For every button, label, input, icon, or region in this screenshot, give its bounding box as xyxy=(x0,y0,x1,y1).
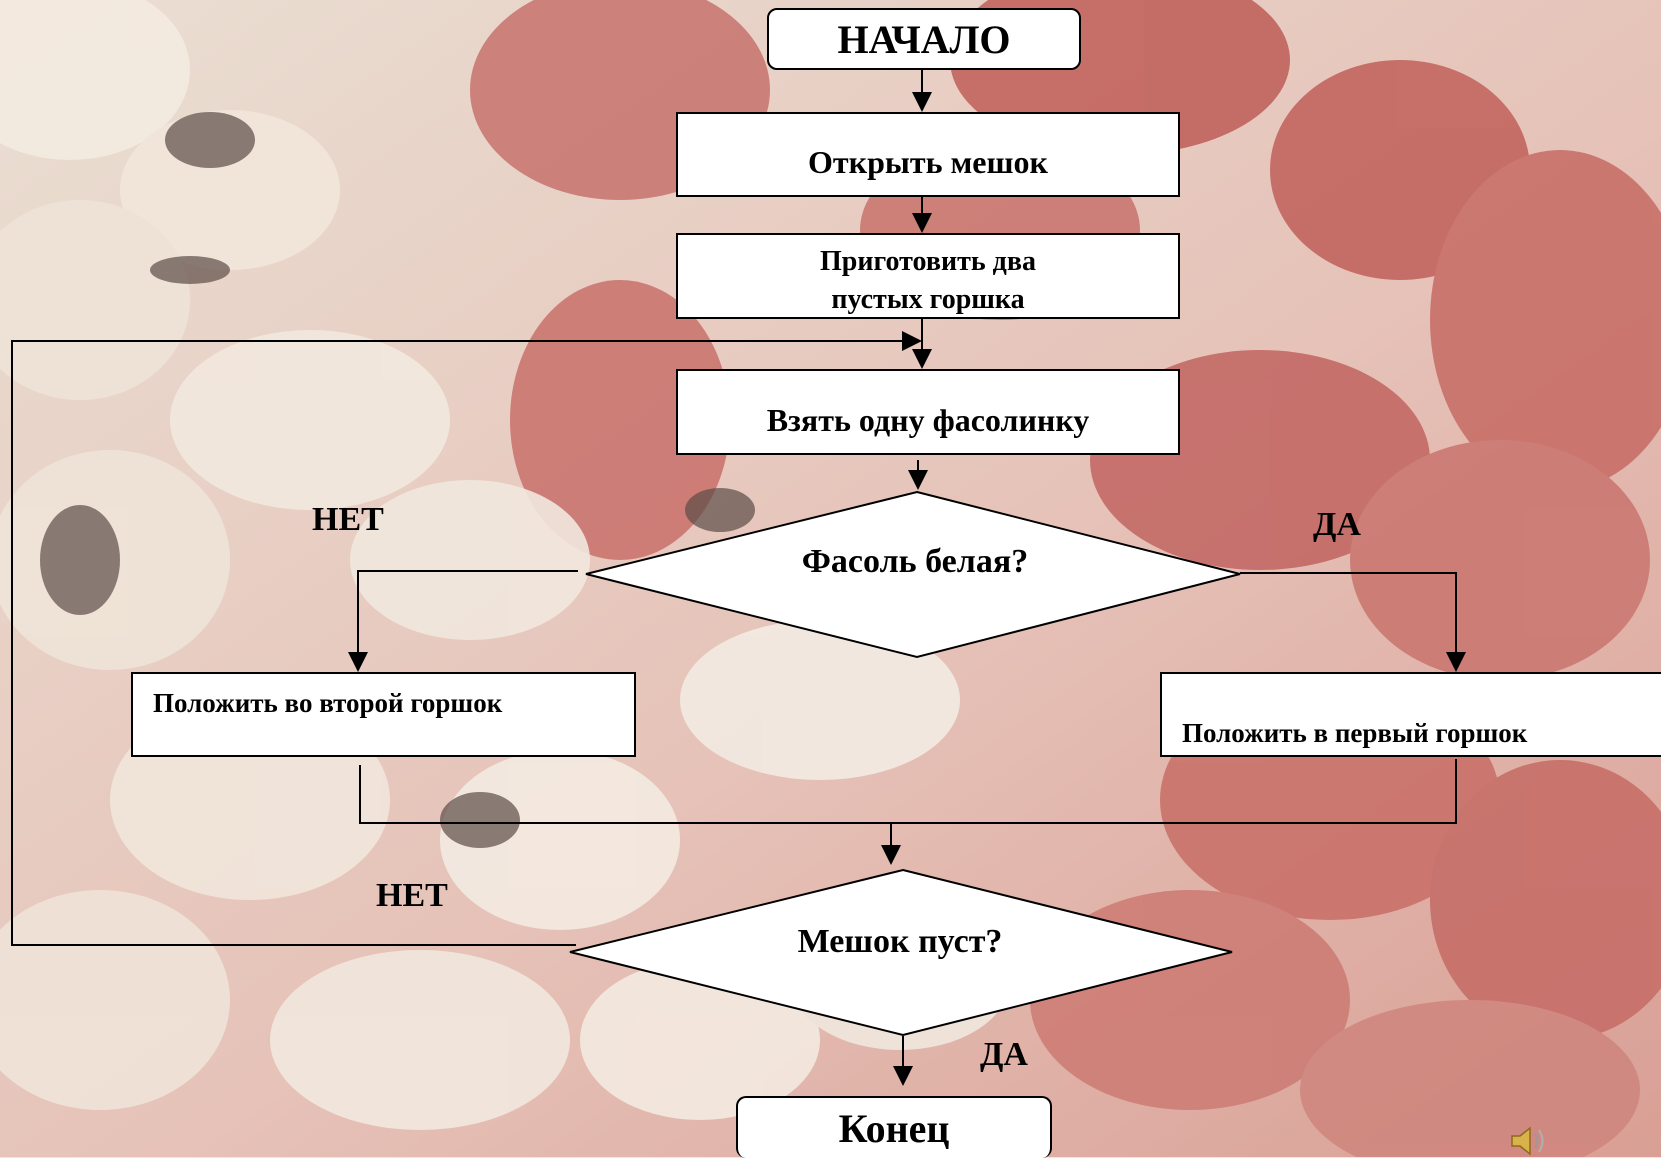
step-prepare-line1: Приготовить два xyxy=(820,246,1036,277)
step-take-bean: Взять одну фасолинку xyxy=(676,369,1180,455)
yes-label-1: ДА xyxy=(1313,506,1361,543)
step-open-bag: Открыть мешок xyxy=(676,112,1180,197)
decision-white-diamond xyxy=(585,490,1241,659)
start-terminal: НАЧАЛО xyxy=(767,8,1081,70)
end-terminal: Конец xyxy=(736,1096,1052,1158)
decision-empty-diamond xyxy=(569,868,1233,1037)
no-label-2: НЕТ xyxy=(376,877,448,914)
no-label-1: НЕТ xyxy=(312,501,384,538)
step-first-pot: Положить в первый горшок xyxy=(1160,672,1661,757)
yes-label-2: ДА xyxy=(980,1036,1028,1073)
step-prepare-pots: Приготовить два пустых горшка xyxy=(676,233,1180,319)
step-second-pot: Положить во второй горшок xyxy=(131,672,636,757)
speaker-icon[interactable] xyxy=(1508,1124,1548,1157)
step-prepare-line2: пустых горшка xyxy=(831,284,1025,315)
decision-white-label: Фасоль белая? xyxy=(801,543,1029,580)
decision-empty-label: Мешок пуст? xyxy=(797,923,1003,960)
